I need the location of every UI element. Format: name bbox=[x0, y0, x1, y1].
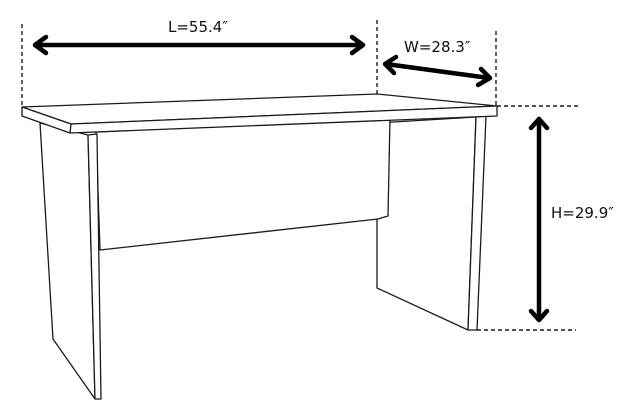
width-arrow bbox=[382, 54, 493, 88]
extension-lines bbox=[21, 20, 578, 331]
right-leg-side-panel bbox=[376, 116, 477, 331]
length-arrowhead-left bbox=[32, 34, 49, 56]
length-arrow bbox=[32, 34, 366, 56]
desk-illustration bbox=[21, 93, 498, 400]
height-arrowhead-bottom bbox=[528, 308, 550, 323]
width-label: W=28.3″ bbox=[404, 38, 471, 56]
width-arrowhead-left bbox=[382, 54, 399, 76]
height-arrow bbox=[528, 116, 550, 323]
height-label: H=29.9″ bbox=[551, 204, 614, 222]
modesty-panel bbox=[95, 117, 391, 251]
width-arrowhead-right bbox=[475, 66, 493, 88]
left-leg-front-edge bbox=[87, 133, 102, 400]
length-arrowhead-right bbox=[349, 34, 366, 56]
length-label: L=55.4″ bbox=[168, 18, 228, 36]
tabletop-corner-edge bbox=[69, 123, 72, 134]
height-arrowhead-top bbox=[528, 116, 550, 131]
left-leg-side-panel bbox=[39, 122, 96, 400]
